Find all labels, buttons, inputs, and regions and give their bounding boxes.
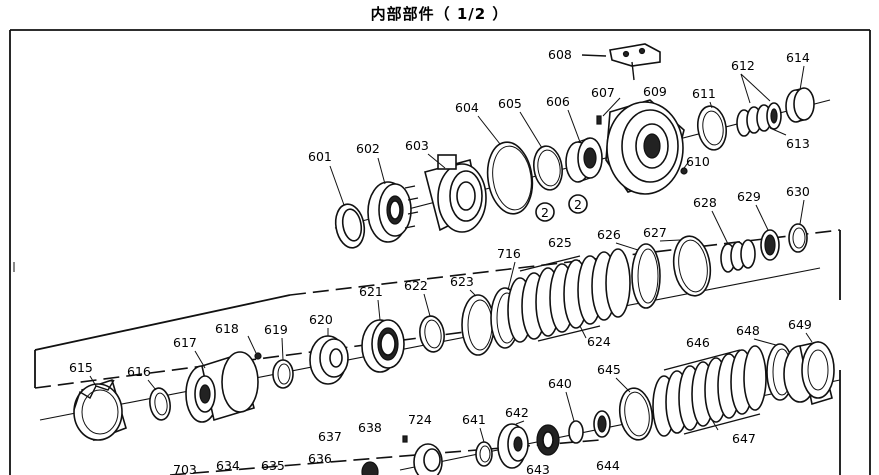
label-646: 646 bbox=[686, 335, 710, 350]
part-646-clutch-pack bbox=[652, 345, 767, 437]
label-614: 614 bbox=[786, 50, 810, 65]
part-602-drum bbox=[367, 181, 419, 243]
label-616: 616 bbox=[127, 364, 151, 379]
label-635: 635 bbox=[261, 458, 285, 473]
part-606-piston bbox=[565, 137, 603, 183]
part-612-613-seals bbox=[736, 102, 782, 137]
label-626: 626 bbox=[597, 227, 621, 242]
callout-mark-2-text: 2 bbox=[574, 197, 582, 212]
label-608: 608 bbox=[548, 47, 572, 62]
part-615-shell bbox=[73, 378, 127, 442]
label-640: 640 bbox=[548, 376, 572, 391]
label-607: 607 bbox=[591, 85, 615, 100]
label-623: 623 bbox=[450, 274, 474, 289]
callout-mark-1: 2 bbox=[535, 202, 555, 222]
callout-mark-2: 2 bbox=[568, 194, 588, 214]
part-608-bracket bbox=[581, 43, 661, 81]
label-612: 612 bbox=[731, 58, 755, 73]
label-624: 624 bbox=[587, 334, 611, 349]
part-630-ring bbox=[788, 223, 808, 253]
label-716: 716 bbox=[497, 246, 521, 261]
part-645-ring bbox=[618, 387, 654, 441]
part-636-637-hub bbox=[361, 443, 443, 475]
row-3-assembly bbox=[169, 341, 841, 475]
label-647: 647 bbox=[732, 431, 756, 446]
label-617: 617 bbox=[173, 335, 197, 350]
part-601-snap-ring bbox=[334, 203, 366, 249]
part-618-pin bbox=[254, 352, 262, 360]
part-611-ring bbox=[697, 105, 727, 151]
part-603-hub bbox=[424, 154, 487, 233]
label-619: 619 bbox=[264, 322, 288, 337]
part-620-piston bbox=[309, 335, 349, 385]
label-630: 630 bbox=[786, 184, 810, 199]
label-703: 703 bbox=[173, 462, 197, 475]
label-642: 642 bbox=[505, 405, 529, 420]
part-623-ring bbox=[461, 294, 495, 356]
label-644: 644 bbox=[596, 458, 620, 473]
part-649-drum bbox=[783, 341, 835, 406]
part-626-ring bbox=[631, 243, 661, 309]
part-609-housing bbox=[605, 99, 685, 195]
label-636: 636 bbox=[308, 451, 332, 466]
part-641-ring bbox=[475, 441, 493, 467]
label-601: 601 bbox=[308, 149, 332, 164]
label-621: 621 bbox=[359, 284, 383, 299]
label-629: 629 bbox=[737, 189, 761, 204]
label-634: 634 bbox=[216, 458, 240, 473]
part-724-pin bbox=[402, 435, 408, 443]
label-606: 606 bbox=[546, 94, 570, 109]
label-637: 637 bbox=[318, 429, 342, 444]
part-604-ring bbox=[486, 141, 534, 215]
part-628-springs bbox=[720, 239, 756, 273]
label-605: 605 bbox=[498, 96, 522, 111]
part-622-ring bbox=[419, 315, 445, 353]
label-638: 638 bbox=[358, 420, 382, 435]
label-625: 625 bbox=[548, 235, 572, 250]
label-618: 618 bbox=[215, 321, 239, 336]
label-609: 609 bbox=[643, 84, 667, 99]
label-622: 622 bbox=[404, 278, 428, 293]
part-640-ring bbox=[568, 420, 584, 444]
part-number-labels: 601 602 603 604 605 606 607 608 609 610 … bbox=[69, 47, 812, 475]
part-616-ring bbox=[149, 387, 171, 421]
label-627: 627 bbox=[643, 225, 667, 240]
part-642-gear bbox=[497, 423, 529, 469]
label-615: 615 bbox=[69, 360, 93, 375]
part-644-seal bbox=[593, 410, 611, 438]
part-643-sun-gear bbox=[536, 424, 560, 456]
row-2-assembly bbox=[34, 223, 841, 442]
label-604: 604 bbox=[455, 100, 479, 115]
callout-mark-1-text: 2 bbox=[541, 205, 549, 220]
part-629-seal bbox=[760, 229, 780, 261]
label-602: 602 bbox=[356, 141, 380, 156]
part-619-ring bbox=[272, 359, 294, 389]
label-628: 628 bbox=[693, 195, 717, 210]
label-649: 649 bbox=[788, 317, 812, 332]
part-607-pin bbox=[596, 115, 602, 125]
label-643: 643 bbox=[526, 462, 550, 475]
part-627-ring bbox=[672, 235, 712, 297]
diagram-frame bbox=[9, 29, 871, 475]
label-645: 645 bbox=[597, 362, 621, 377]
row-1-assembly: 2 2 bbox=[334, 43, 831, 249]
label-613: 613 bbox=[786, 136, 810, 151]
part-605-ring bbox=[533, 145, 563, 191]
label-603: 603 bbox=[405, 138, 429, 153]
part-625-clutch-pack bbox=[507, 248, 631, 343]
label-641: 641 bbox=[462, 412, 486, 427]
label-648: 648 bbox=[736, 323, 760, 338]
diagram-title: 内部部件（ 1/2 ） bbox=[370, 5, 509, 23]
leader-lines bbox=[89, 65, 813, 443]
part-617-drum bbox=[185, 351, 259, 423]
part-614-bushing bbox=[785, 87, 815, 123]
part-621-spline-ring bbox=[361, 319, 405, 373]
label-724: 724 bbox=[408, 412, 432, 427]
label-611: 611 bbox=[692, 86, 716, 101]
label-620: 620 bbox=[309, 312, 333, 327]
label-610: 610 bbox=[686, 154, 710, 169]
